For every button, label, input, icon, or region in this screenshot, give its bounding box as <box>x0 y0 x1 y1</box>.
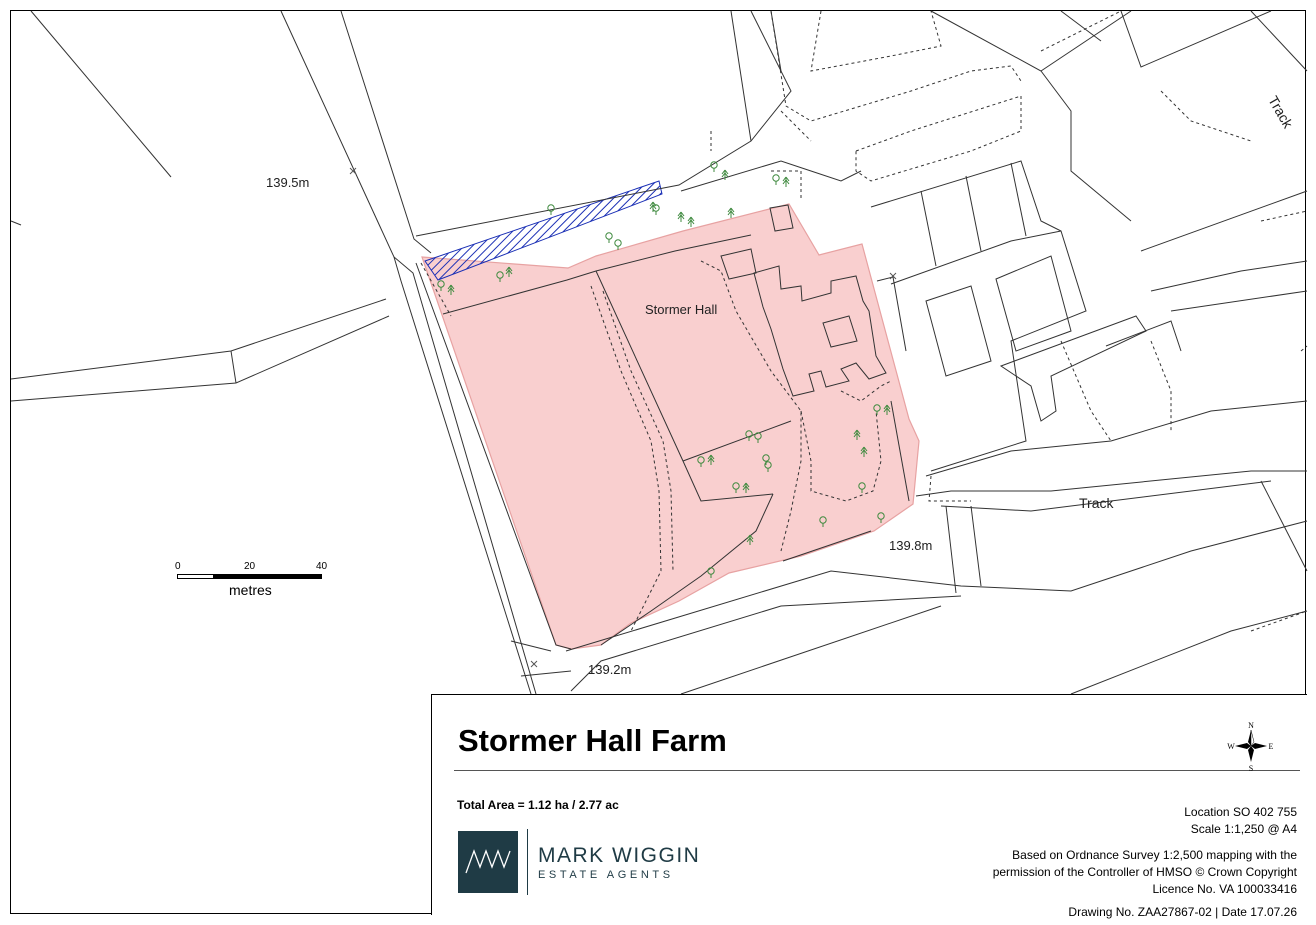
logo-divider <box>527 829 528 895</box>
hatched-strip <box>424 180 663 281</box>
label-track-east: Track <box>1079 495 1114 511</box>
scale-bar-segment-2 <box>213 574 250 579</box>
compass-n: N <box>1248 721 1254 730</box>
location-text: Location SO 402 755 <box>1184 805 1297 819</box>
scale-bar-segment-3 <box>249 574 322 579</box>
label-height-se: 139.8m <box>889 538 933 553</box>
os-credit-line-2: permission of the Controller of HMSO © C… <box>992 865 1297 879</box>
label-height-nw: 139.5m <box>266 175 310 190</box>
compass-e: E <box>1269 742 1274 751</box>
brand-subtitle: ESTATE AGENTS <box>538 869 674 881</box>
os-credit-line-1: Based on Ordnance Survey 1:2,500 mapping… <box>1012 848 1297 862</box>
site-plan-map <box>10 10 1308 695</box>
scale-text: Scale 1:1,250 @ A4 <box>1190 822 1297 836</box>
brand-name: MARK WIGGIN <box>538 844 701 867</box>
site-boundary <box>421 203 920 650</box>
map-frame: Stormer Hall Track Track 139.5m 139.8m 1… <box>10 10 1308 919</box>
mark-wiggin-logo-icon <box>458 831 518 893</box>
total-area: Total Area = 1.12 ha / 2.77 ac <box>457 798 619 812</box>
scale-bar-segment-1 <box>177 574 214 579</box>
scale-tick-20: 20 <box>244 561 256 572</box>
scale-tick-40: 40 <box>316 561 328 572</box>
drawing-number: Drawing No. ZAA27867-02 | Date 17.07.26 <box>1068 905 1297 919</box>
compass-icon: N S W E <box>1227 720 1274 773</box>
label-height-s: 139.2m <box>588 662 632 677</box>
compass-s: S <box>1249 764 1253 773</box>
map-title: Stormer Hall Farm <box>458 723 727 758</box>
licence-text: Licence No. VA 100033416 <box>1152 882 1297 896</box>
scale-bar: 0 20 40 metres <box>175 561 328 601</box>
scale-tick-0: 0 <box>175 561 181 572</box>
title-block: Stormer Hall Farm N S W E Total Area = 1… <box>431 694 1307 919</box>
label-stormer-hall: Stormer Hall <box>645 302 718 317</box>
scale-unit: metres <box>229 582 272 598</box>
compass-w: W <box>1227 742 1235 751</box>
title-divider <box>454 770 1300 771</box>
